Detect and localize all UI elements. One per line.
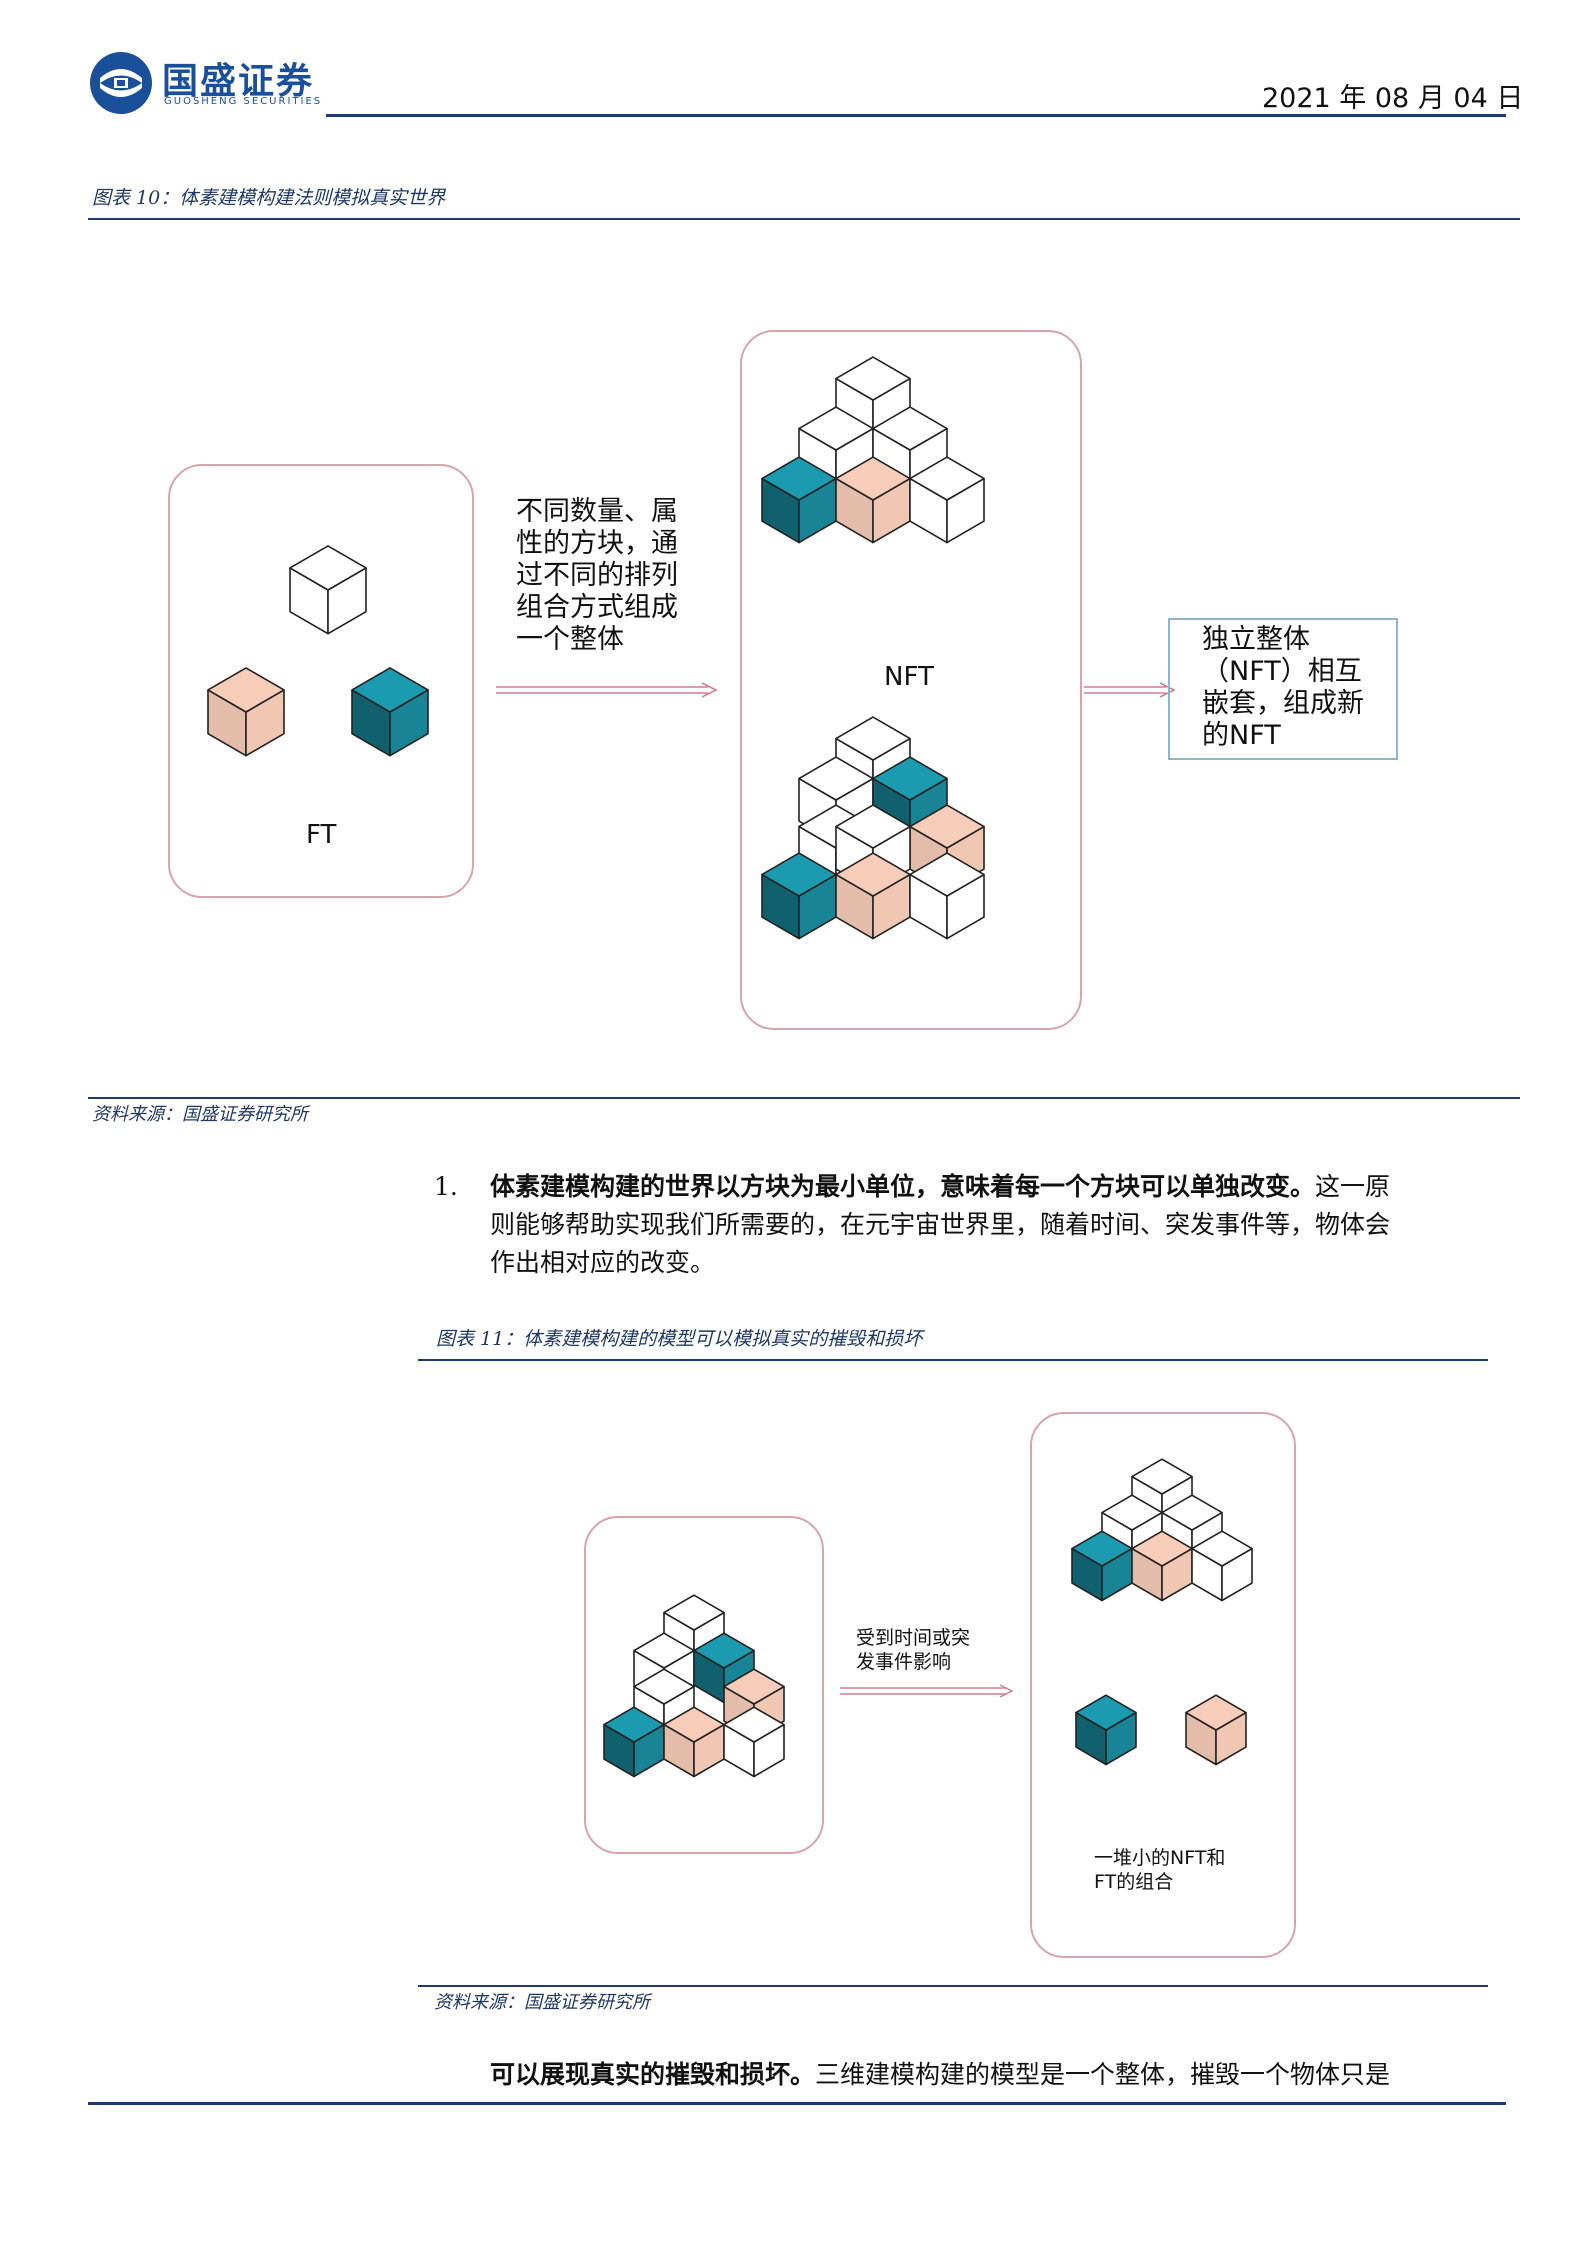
header-rule [326,114,1506,117]
point1-bold: 体素建模构建的世界以方块为最小单位，意味着每一个方块可以单独改变。 [490,1172,1316,1201]
figure10-caption: 图表 10：体素建模构建法则模拟真实世界 [92,187,446,209]
figure11-top-rule [418,1359,1488,1361]
report-date: 2021 年 08 月 04 日 [1262,83,1524,114]
guosheng-logo-icon [90,52,152,114]
figure11-source: 资料来源：国盛证券研究所 [434,1992,650,2013]
figure11-left-panel [584,1516,824,1854]
figure10-result-box [1168,618,1398,760]
point1-line2: 则能够帮助实现我们所需要的，在元宇宙世界里，随着时间、突发事件等，物体会 [490,1210,1391,1239]
figure11-bottom-rule [418,1985,1488,1987]
point2-bold: 可以展现真实的摧毁和损坏。 [490,2060,816,2089]
brand-name-en: GUOSHENG SECURITIES [164,96,323,107]
figure10-result-text: 独立整体 （NFT）相互 嵌套，组成新 的NFT [1202,624,1364,751]
point1-line3: 作出相对应的改变。 [490,1248,716,1277]
point1-line1: 体素建模构建的世界以方块为最小单位，意味着每一个方块可以单独改变。这一原 [490,1168,1390,1206]
brand-name-cn: 国盛证券 [162,61,315,102]
figure10-source: 资料来源：国盛证券研究所 [92,1104,308,1125]
figure11-caption: 图表 11：体素建模构建的模型可以模拟真实的摧毁和损坏 [436,1328,923,1350]
point2-rest: 三维建模构建的模型是一个整体，摧毁一个物体只是 [815,2060,1391,2089]
figure10-bottom-rule [88,1097,1520,1099]
nft-label: NFT [884,662,934,692]
ft-label: FT [306,820,337,850]
point1-number: 1. [434,1172,458,1201]
footer-rule [88,2102,1506,2105]
point1-rest: 这一原 [1315,1172,1391,1201]
figure11-arrow [840,1684,1014,1698]
header: 国盛证券 GUOSHENG SECURITIES 2021 年 08 月 04 … [0,0,1586,130]
figure11-result-text: 一堆小的NFT和 FT的组合 [1094,1847,1226,1893]
figure10-top-rule [88,218,1520,220]
figure10-arrow-2 [1084,682,1176,698]
figure10-arrow-text: 不同数量、属 性的方块，通 过不同的排列 组合方式组成 一个整体 [516,496,678,655]
point2-line: 可以展现真实的摧毁和损坏。三维建模构建的模型是一个整体，摧毁一个物体只是 [490,2056,1390,2094]
figure11-arrow-text: 受到时间或突 发事件影响 [856,1627,971,1673]
figure10-arrow-1 [496,682,718,698]
